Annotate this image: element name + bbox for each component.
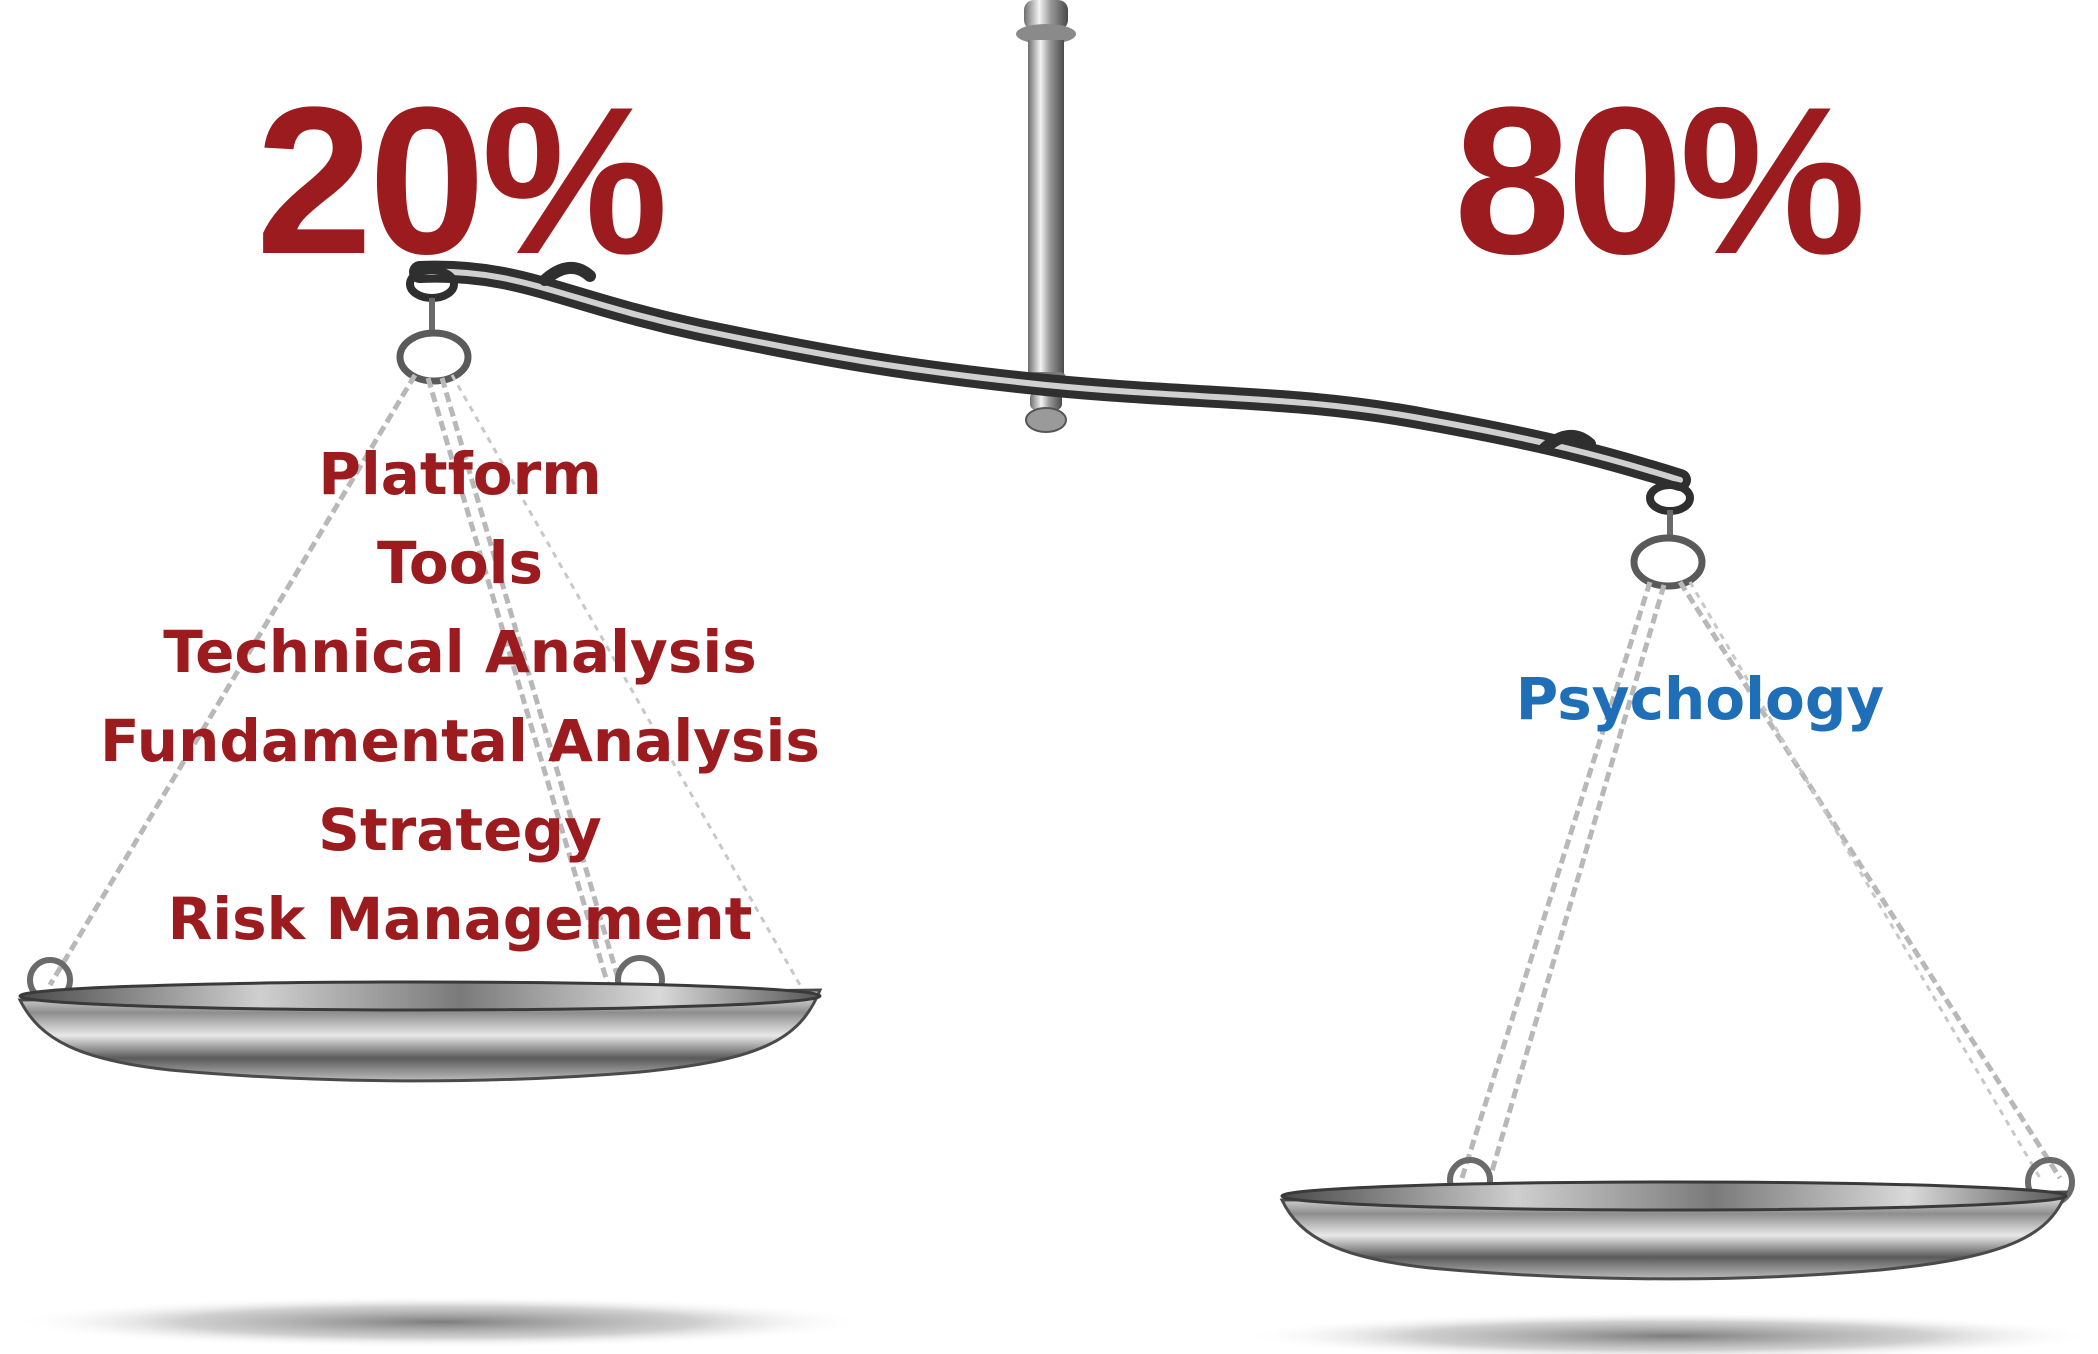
left-percentage: 20% bbox=[255, 63, 668, 298]
factor-strategy: Strategy bbox=[318, 796, 602, 864]
right-pan-shadow bbox=[1240, 1312, 2098, 1354]
left-pan bbox=[17, 980, 823, 1083]
left-pan-factors: Platform Tools Technical Analysis Fundam… bbox=[60, 430, 860, 964]
right-percentage: 80% bbox=[1453, 63, 1866, 298]
right-pan bbox=[1279, 1180, 2069, 1281]
factor-tools: Tools bbox=[377, 529, 543, 597]
factor-platform: Platform bbox=[318, 440, 602, 508]
left-pan-shadow bbox=[10, 1296, 870, 1348]
factor-psychology: Psychology bbox=[1515, 665, 1885, 733]
factor-technical-analysis: Technical Analysis bbox=[163, 618, 757, 686]
factor-risk-management: Risk Management bbox=[167, 885, 753, 953]
factor-fundamental-analysis: Fundamental Analysis bbox=[100, 707, 820, 775]
right-pan-factors: Psychology bbox=[1450, 655, 1950, 744]
right-hanger bbox=[1447, 510, 2075, 1207]
scale-beam bbox=[406, 260, 1694, 515]
center-pole bbox=[1016, 0, 1076, 433]
